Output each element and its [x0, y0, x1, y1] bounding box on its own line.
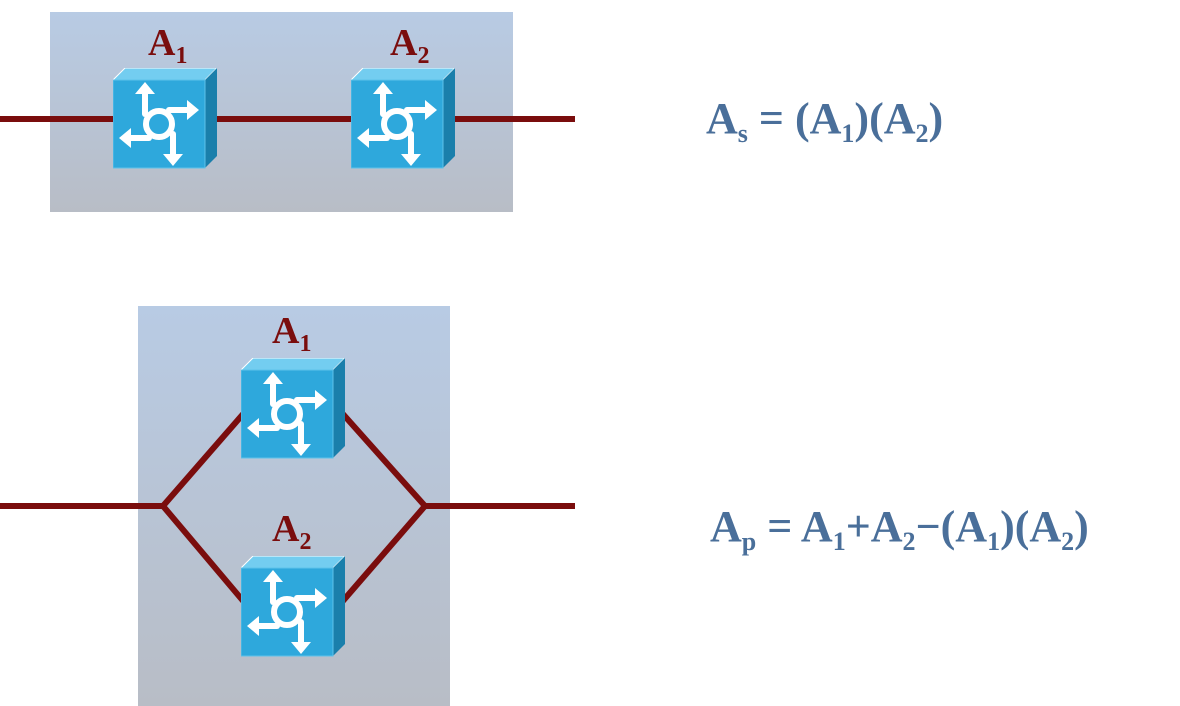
router-icon [241, 556, 345, 656]
parallel-diagram: A1 A2 [0, 306, 575, 706]
series-diagram: A1 A2 [0, 12, 575, 212]
parallel-wires [0, 411, 575, 604]
router-icon [241, 358, 345, 458]
parallel-availability-formula: Ap = A1+A2−(A1)(A2) [710, 502, 1089, 556]
parallel-branch-lower [160, 504, 247, 604]
router-icon [113, 68, 217, 168]
parallel-label-a1: A1 [272, 310, 311, 357]
parallel-branch-upper [160, 411, 247, 508]
router-icon [351, 68, 455, 168]
series-availability-formula: As = (A1)(A2) [706, 94, 944, 148]
parallel-branch-upper-right [339, 411, 428, 508]
series-label-a2: A2 [390, 22, 429, 69]
parallel-label-a2: A2 [272, 508, 311, 555]
series-label-a1: A1 [148, 22, 187, 69]
parallel-branch-lower-right [339, 504, 428, 604]
